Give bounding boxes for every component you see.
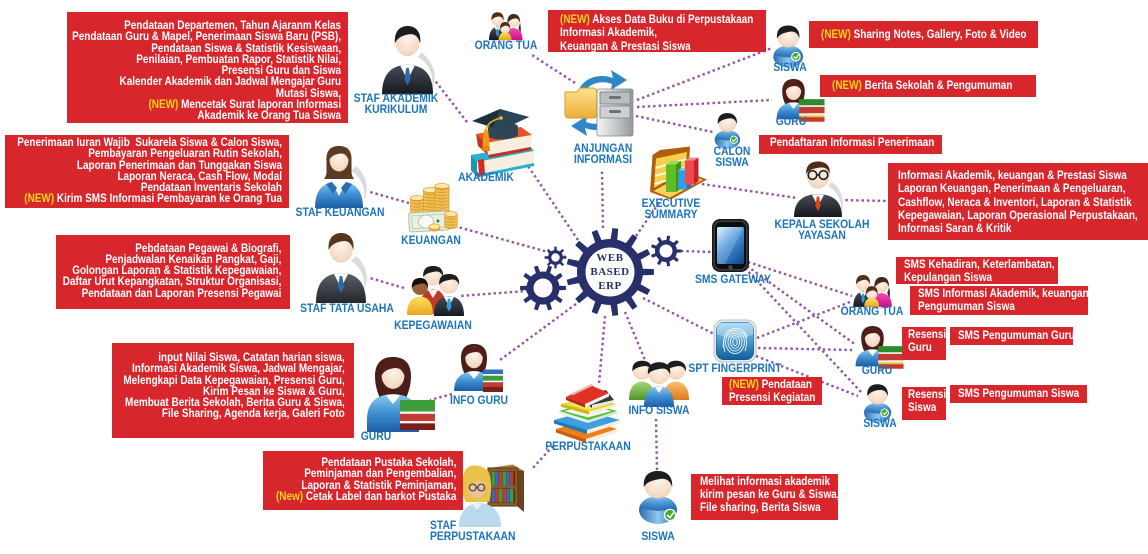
svg-text:WEB: WEB	[596, 252, 623, 264]
svg-text:BASED: BASED	[590, 266, 629, 278]
svg-text:ERP: ERP	[598, 280, 622, 292]
